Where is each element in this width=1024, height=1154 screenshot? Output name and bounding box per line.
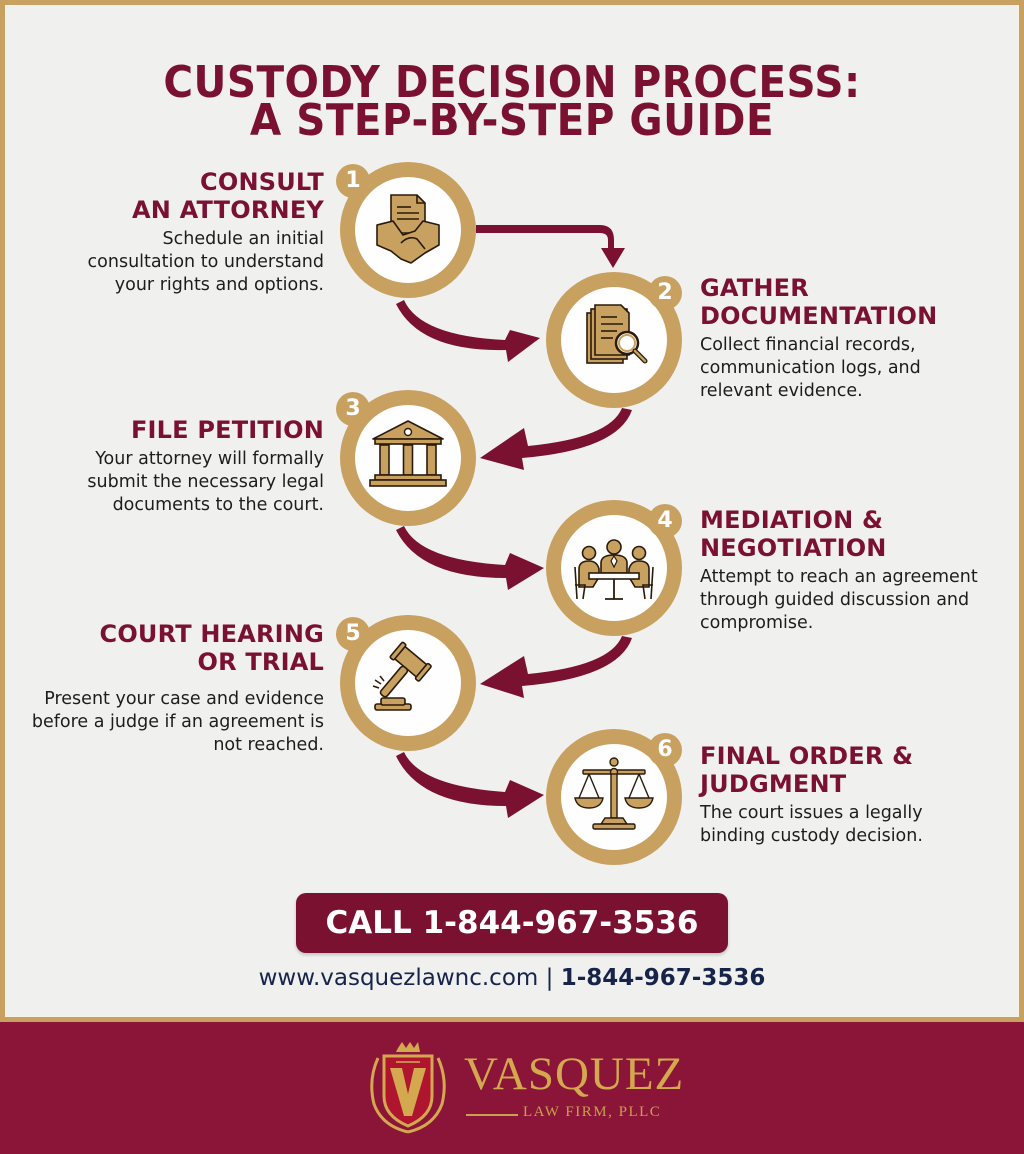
step-6-badge: 6 bbox=[648, 733, 682, 767]
step-3-description: Your attorney will formally submit the n… bbox=[87, 449, 324, 515]
step-1-badge: 1 bbox=[336, 164, 370, 198]
scales-of-justice-icon bbox=[574, 757, 654, 830]
phone-link[interactable]: 1-844-967-3536 bbox=[560, 965, 766, 991]
arrow-5-6 bbox=[396, 752, 544, 818]
documents-magnifier-icon bbox=[586, 304, 648, 364]
page-title-line-2: A STEP-BY-STEP GUIDE bbox=[249, 95, 775, 146]
arrow-1-2-curve bbox=[396, 300, 540, 362]
content-panel bbox=[5, 5, 1019, 1017]
step-4-badge: 4 bbox=[648, 504, 682, 538]
arrow-2-3 bbox=[480, 408, 632, 470]
step-3-title: FILE PETITION bbox=[130, 416, 324, 444]
step-2-description: Collect financial records, communication… bbox=[700, 335, 921, 401]
step-3-badge: 3 bbox=[336, 392, 370, 426]
handshake-document-icon bbox=[376, 194, 440, 264]
step-3-text: FILE PETITION Your attorney will formall… bbox=[0, 416, 324, 517]
step-6-title: FINAL ORDER &JUDGMENT bbox=[700, 742, 914, 798]
arrow-3-4 bbox=[396, 526, 544, 590]
vasquez-logo: VASQUEZ LAW FIRM, PLLC bbox=[358, 1040, 683, 1138]
step-5-description: Present your case and evidence before a … bbox=[31, 689, 324, 755]
website-link[interactable]: www.vasquezlawnc.com bbox=[258, 965, 539, 991]
crest-icon bbox=[370, 1042, 446, 1134]
step-3-circle: 3 bbox=[336, 390, 476, 526]
contact-separator: | bbox=[545, 965, 554, 991]
page-title-line-1: CUSTODY DECISION PROCESS: bbox=[163, 57, 861, 108]
brand-name: VASQUEZ bbox=[464, 1048, 685, 1100]
arrow-4-5 bbox=[480, 636, 632, 698]
gavel-icon bbox=[372, 641, 432, 711]
step-5-badge: 5 bbox=[336, 617, 370, 651]
courthouse-icon bbox=[369, 420, 447, 487]
contact-line: www.vasquezlawnc.com | 1-844-967-3536 bbox=[0, 965, 1024, 991]
step-5-circle: 5 bbox=[336, 615, 476, 751]
brand-subtitle: LAW FIRM, PLLC bbox=[523, 1104, 662, 1120]
step-2-circle: 2 bbox=[546, 272, 682, 408]
step-1-description: Schedule an initial consultation to unde… bbox=[87, 229, 324, 295]
arrow-1-2-bracket bbox=[476, 225, 625, 268]
call-button[interactable]: CALL 1-844-967-3536 bbox=[296, 893, 728, 953]
step-4-text: MEDIATION &NEGOTIATION Attempt to reach … bbox=[700, 506, 1000, 635]
step-4-description: Attempt to reach an agreement through gu… bbox=[700, 567, 978, 633]
meeting-table-icon bbox=[574, 539, 654, 600]
flow-arrows bbox=[396, 225, 632, 818]
step-2-badge: 2 bbox=[648, 276, 682, 310]
step-1-circle: 1 bbox=[336, 162, 476, 298]
step-6-circle: 6 bbox=[546, 729, 682, 865]
step-6-description: The court issues a legally binding custo… bbox=[700, 803, 923, 846]
step-6-text: FINAL ORDER &JUDGMENT The court issues a… bbox=[700, 742, 1000, 848]
step-4-circle: 4 bbox=[546, 500, 682, 636]
brand-divider bbox=[466, 1114, 518, 1116]
step-4-title: MEDIATION &NEGOTIATION bbox=[700, 506, 887, 562]
